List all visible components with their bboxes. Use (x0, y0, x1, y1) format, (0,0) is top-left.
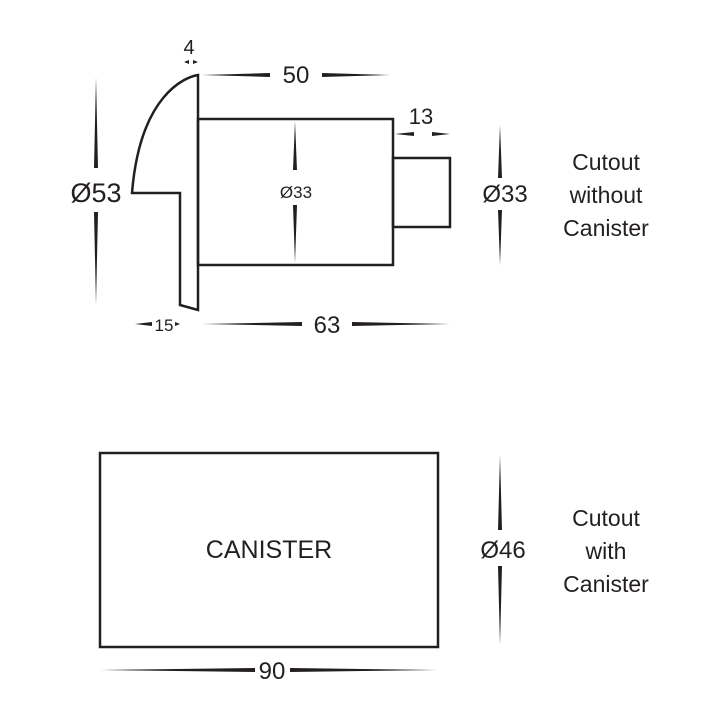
dim-line (498, 210, 502, 265)
dim-body-length: 50 (283, 62, 310, 89)
arrow-right-icon (193, 60, 198, 64)
caption-line: Cutout (572, 505, 640, 531)
dim-line (175, 322, 180, 326)
dim-line (293, 121, 297, 170)
dim-flange-thickness: 4 (183, 37, 194, 59)
dim-line (498, 566, 502, 645)
caption-line: without (569, 182, 643, 208)
dim-line (135, 322, 152, 326)
dim-flange-diameter: Ø53 (70, 178, 121, 208)
dim-line (100, 668, 255, 672)
dim-line (202, 73, 270, 77)
caption-without-canister: Cutout without Canister (563, 149, 649, 241)
dim-line (94, 77, 98, 168)
dim-line (94, 212, 98, 305)
dim-flange-depth: 15 (155, 316, 174, 335)
dim-line (203, 322, 302, 326)
caption-line: Canister (563, 571, 649, 597)
dim-cutout-diameter: Ø33 (482, 181, 527, 208)
flange-outline (130, 73, 200, 312)
caption-line: Cutout (572, 149, 640, 175)
caption-line: with (585, 538, 627, 564)
dim-body-diameter: Ø33 (280, 183, 312, 202)
dim-canister-diameter: Ø46 (480, 537, 525, 564)
dim-line (293, 205, 297, 263)
dim-line (395, 132, 414, 136)
dim-line (498, 455, 502, 530)
dim-canister-length: 90 (259, 658, 286, 685)
canister-outline (98, 451, 440, 649)
dim-line (290, 668, 438, 672)
dim-line (498, 125, 502, 178)
dim-line (322, 73, 390, 77)
tail-outline (391, 156, 452, 229)
dim-line (352, 322, 450, 326)
dim-total-length: 63 (314, 312, 341, 339)
caption-with-canister: Cutout with Canister (563, 505, 649, 597)
dim-tail-length: 13 (409, 104, 433, 129)
canister-label: CANISTER (206, 536, 332, 564)
caption-line: Canister (563, 215, 649, 241)
dim-line (432, 132, 450, 136)
arrow-left-icon (184, 60, 189, 64)
